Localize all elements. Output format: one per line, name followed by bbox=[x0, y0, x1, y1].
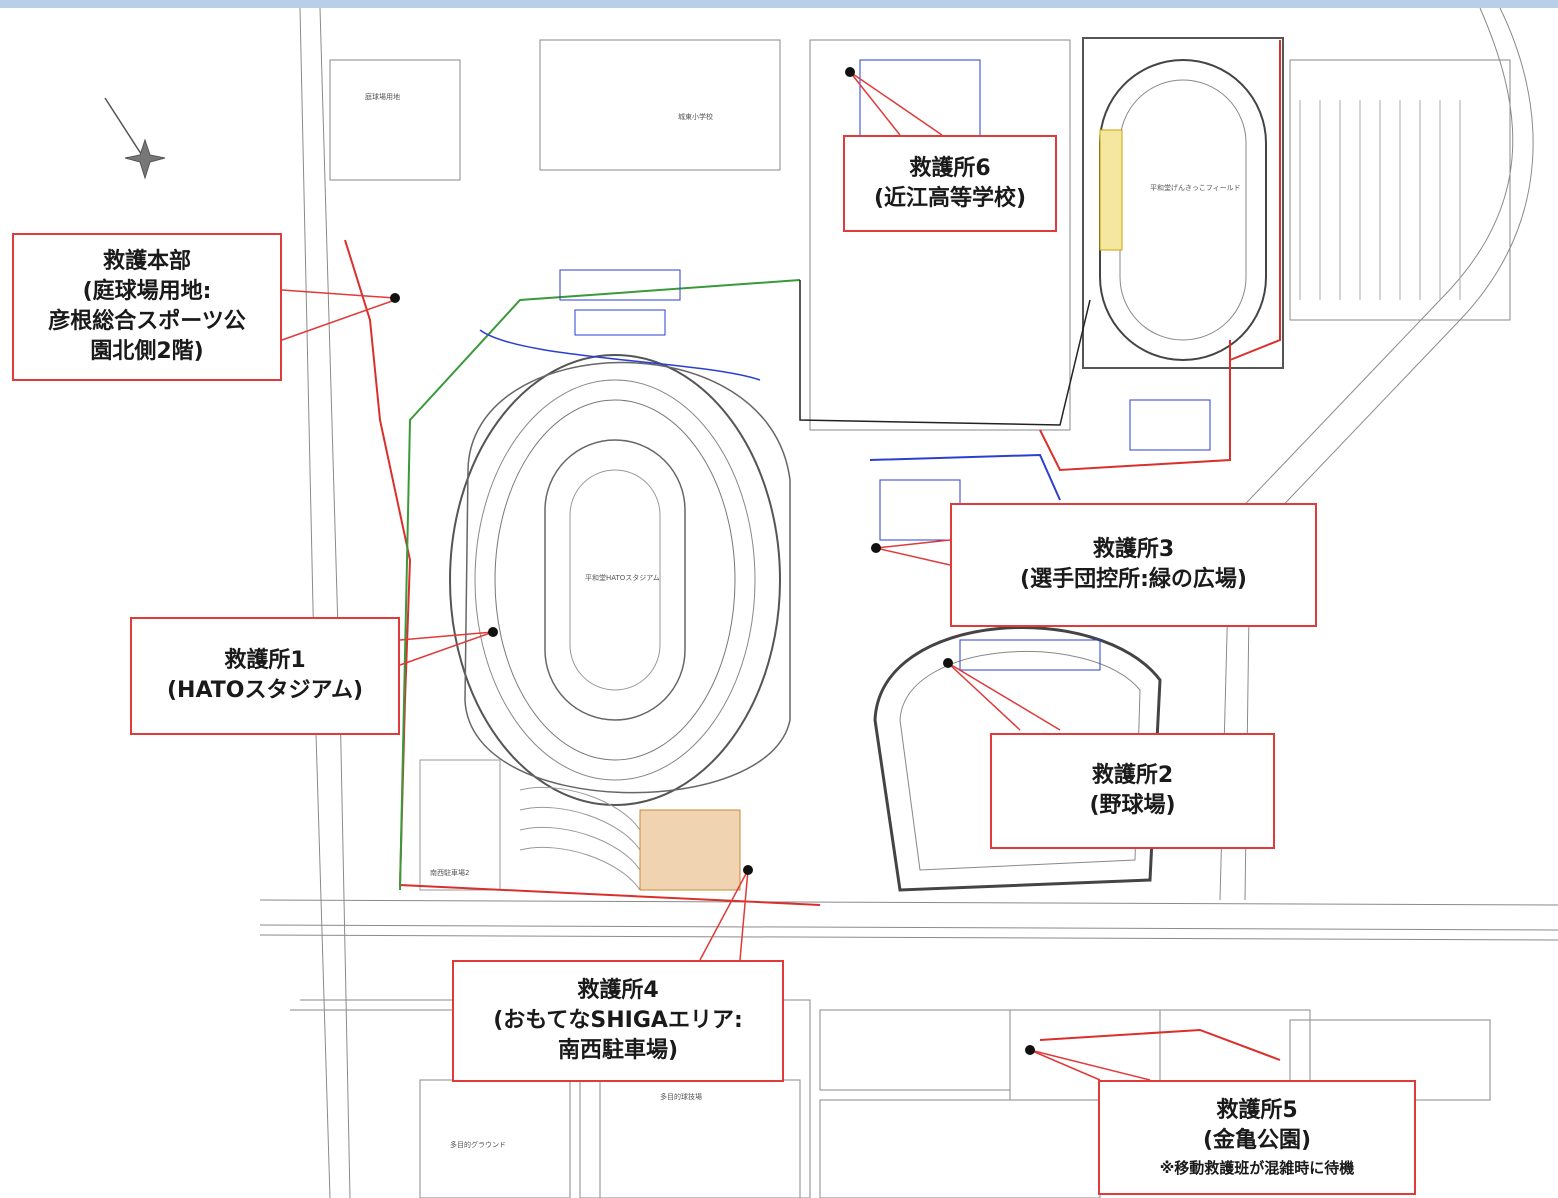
callout-station5-title: 救護所5 bbox=[1216, 1097, 1298, 1123]
callout-hq-line2: 彦根総合スポーツ公 bbox=[48, 309, 246, 334]
tennis-site-label: 庭球場用地 bbox=[365, 93, 400, 101]
callout-station5-note: ※移動救護班が混雑時に待機 bbox=[1159, 1158, 1355, 1177]
athletics-field bbox=[1082, 37, 1284, 369]
stadium bbox=[449, 354, 791, 806]
callout-station4-title: 救護所4 bbox=[577, 978, 659, 1003]
callout-station6: 救護所6 (近江高等学校) bbox=[843, 135, 1057, 232]
callout-station6-line1: (近江高等学校) bbox=[873, 185, 1027, 211]
callout-station4: 救護所4 (おもてなSHIGAエリア: 南西駐車場) bbox=[452, 960, 784, 1082]
header-bar bbox=[0, 0, 1558, 8]
callout-station4-line2: 南西駐車場) bbox=[557, 1038, 679, 1063]
callout-station2-line1: (野球場) bbox=[1089, 793, 1176, 818]
callout-hq-line3: 園北側2階) bbox=[90, 339, 204, 364]
school-label: 城東小学校 bbox=[678, 113, 713, 121]
callout-station2: 救護所2 (野球場) bbox=[990, 733, 1275, 849]
callout-station3: 救護所3 (選手団控所:緑の広場) bbox=[950, 503, 1317, 627]
callout-hq-title: 救護本部 bbox=[102, 249, 191, 274]
callout-station1-title: 救護所1 bbox=[224, 648, 306, 673]
compass-star-icon bbox=[104, 97, 166, 180]
callout-station3-title: 救護所3 bbox=[1092, 537, 1175, 562]
callout-hq: 救護本部 (庭球場用地: 彦根総合スポーツ公 園北側2階) bbox=[12, 233, 282, 381]
callout-station2-title: 救護所2 bbox=[1091, 763, 1174, 788]
routes bbox=[344, 40, 1281, 1061]
parking-lots bbox=[419, 759, 741, 891]
callout-station3-line1: (選手団控所:緑の広場) bbox=[1020, 567, 1247, 592]
athletics-field-label: 平和堂げんきっこフィールド bbox=[1150, 184, 1241, 192]
callout-station4-line1: (おもてなSHIGAエリア: bbox=[493, 1008, 743, 1033]
callout-station5: 救護所5 (金亀公園) ※移動救護班が混雑時に待機 bbox=[1098, 1080, 1416, 1195]
baseball-field bbox=[873, 626, 1162, 892]
callout-station5-line1: (金亀公園) bbox=[1202, 1127, 1312, 1153]
parking-label: 南西駐車場2 bbox=[430, 869, 470, 877]
black-dot-marker bbox=[390, 67, 1035, 1055]
callout-station6-title: 救護所6 bbox=[909, 155, 991, 181]
callout-station1-line1: (HATOスタジアム) bbox=[166, 678, 363, 703]
multipurpose-ground-label: 多目的グラウンド bbox=[450, 1141, 506, 1149]
callout-hq-line1: (庭球場用地: bbox=[82, 279, 212, 304]
multipurpose-field-label: 多目的球技場 bbox=[660, 1093, 702, 1101]
stadium-label: 平和堂HATOスタジアム bbox=[585, 574, 660, 582]
callout-station1: 救護所1 (HATOスタジアム) bbox=[130, 617, 400, 735]
leader-lines bbox=[281, 71, 1151, 1081]
